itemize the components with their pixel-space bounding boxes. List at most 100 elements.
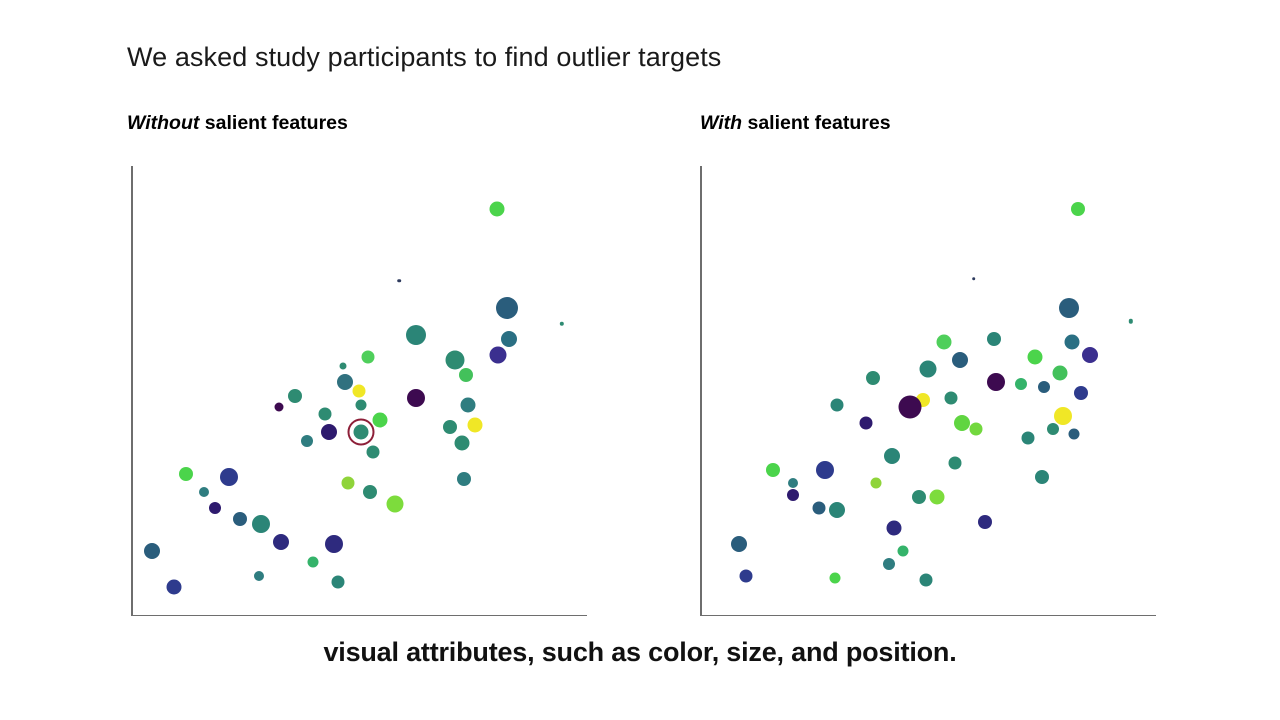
scatter-point bbox=[971, 276, 976, 281]
scatter-point bbox=[407, 388, 425, 407]
scatter-point bbox=[1081, 347, 1098, 363]
scatter-point bbox=[1047, 423, 1060, 436]
scatter-point bbox=[859, 416, 873, 429]
scatter-point bbox=[1128, 319, 1134, 324]
scatter-point bbox=[363, 485, 378, 500]
scatter-point bbox=[1068, 428, 1080, 440]
scatter-point bbox=[978, 514, 992, 529]
scatter-point bbox=[936, 334, 952, 349]
scatter-point bbox=[1027, 349, 1043, 365]
plot-canvas bbox=[700, 166, 1156, 616]
scatter-point bbox=[273, 533, 290, 550]
scatter-point bbox=[1035, 469, 1049, 484]
scatter-point bbox=[1052, 365, 1068, 381]
scatter-point bbox=[307, 556, 319, 568]
scatter-point bbox=[897, 545, 909, 557]
scatter-point bbox=[143, 542, 160, 559]
scatter-point bbox=[459, 368, 474, 383]
x-axis-spine bbox=[700, 614, 1156, 616]
scatter-point bbox=[828, 502, 845, 519]
scatter-point bbox=[788, 478, 799, 489]
scatter-point bbox=[166, 579, 182, 595]
scatter-point bbox=[886, 520, 902, 536]
scatter-point bbox=[944, 391, 958, 405]
scatter-point bbox=[829, 572, 841, 584]
scatter-point bbox=[929, 489, 945, 505]
scatter-point bbox=[460, 397, 476, 412]
scatter-point bbox=[253, 570, 264, 581]
scatter-point bbox=[1021, 431, 1035, 445]
scatter-point bbox=[765, 462, 780, 477]
panel-title-emphasis: Without bbox=[127, 112, 200, 134]
scatter-point bbox=[1038, 380, 1051, 393]
scatter-point bbox=[324, 535, 343, 553]
panel-title-rest: salient features bbox=[742, 112, 891, 134]
panel-title-with: With salient features bbox=[700, 112, 891, 135]
scatter-point bbox=[372, 412, 388, 428]
scatter-point bbox=[274, 402, 284, 412]
panel-title-rest: salient features bbox=[199, 112, 348, 134]
scatter-point bbox=[366, 445, 380, 459]
subtitle-caption: visual attributes, such as color, size, … bbox=[323, 637, 957, 667]
scatter-point bbox=[948, 456, 962, 470]
scatter-point bbox=[787, 488, 800, 501]
scatter-point bbox=[456, 471, 471, 486]
scatter-point bbox=[489, 346, 507, 364]
scatter-point bbox=[288, 388, 303, 403]
scatter-point bbox=[337, 374, 354, 390]
scatter-point bbox=[233, 512, 248, 527]
scatter-point bbox=[361, 350, 375, 364]
scatter-point bbox=[987, 373, 1006, 391]
scatter-point bbox=[870, 477, 882, 489]
plot-canvas bbox=[131, 166, 587, 616]
scatter-point bbox=[300, 434, 313, 447]
scatter-point bbox=[355, 399, 367, 410]
scatter-point bbox=[898, 395, 922, 419]
scatter-point bbox=[454, 435, 470, 451]
scatter-point bbox=[198, 487, 209, 498]
scatter-point bbox=[489, 201, 505, 217]
scatter-point bbox=[951, 351, 968, 368]
scatter-point bbox=[969, 422, 983, 436]
scatter-point bbox=[209, 502, 222, 514]
scatter-point bbox=[816, 460, 835, 479]
scatter-point bbox=[445, 350, 465, 369]
panel-title-emphasis: With bbox=[700, 112, 743, 134]
scatter-point bbox=[1015, 378, 1028, 391]
scatter-point bbox=[812, 501, 826, 515]
scatter-point bbox=[467, 417, 483, 433]
scatter-point bbox=[1071, 201, 1086, 216]
scatter-point bbox=[386, 495, 404, 512]
scatter-point bbox=[220, 467, 239, 486]
scatter-point bbox=[919, 360, 937, 377]
outlier-target-marker bbox=[347, 418, 375, 445]
scatter-point bbox=[830, 398, 844, 411]
scatter-point bbox=[739, 569, 753, 582]
scatter-point bbox=[251, 514, 270, 533]
scatter-point bbox=[911, 489, 926, 504]
scatter-point bbox=[178, 467, 193, 482]
scatter-point bbox=[331, 575, 345, 589]
scatter-point bbox=[1064, 334, 1080, 349]
scatter-point bbox=[954, 414, 971, 431]
scatter-point bbox=[730, 536, 747, 552]
scatter-point bbox=[883, 448, 900, 465]
scatter-point bbox=[883, 558, 896, 571]
y-axis-spine bbox=[700, 166, 702, 616]
scatter-point bbox=[987, 332, 1002, 347]
page-title: We asked study participants to find outl… bbox=[127, 42, 722, 72]
scatter-point bbox=[318, 407, 332, 420]
x-axis-spine bbox=[131, 614, 587, 616]
scatter-point bbox=[1053, 406, 1072, 425]
scatter-point bbox=[496, 296, 519, 319]
scatter-plot-without-salient-features bbox=[131, 166, 587, 616]
scatter-point bbox=[443, 420, 458, 434]
scatter-point bbox=[341, 476, 355, 490]
scatter-point bbox=[352, 384, 366, 398]
scatter-point bbox=[321, 423, 338, 440]
y-axis-spine bbox=[131, 166, 133, 616]
scatter-point bbox=[559, 321, 565, 326]
scatter-point bbox=[501, 331, 518, 348]
scatter-point bbox=[1073, 386, 1088, 401]
scatter-point bbox=[1059, 297, 1080, 318]
